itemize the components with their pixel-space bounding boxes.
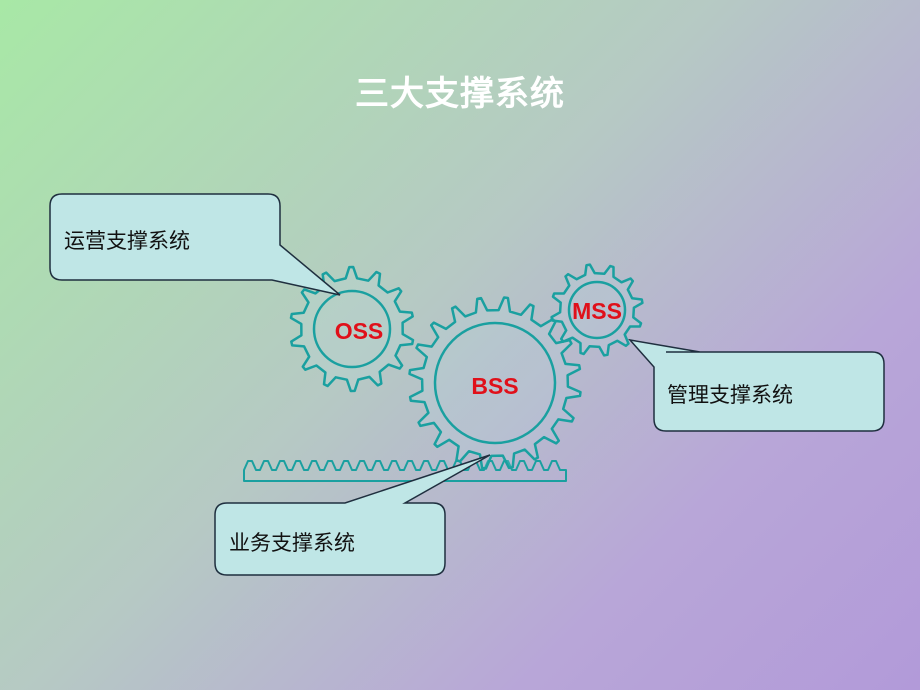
bss-gear-label: BSS [471, 373, 518, 399]
slide-title: 三大支撑系统 [355, 74, 565, 114]
management-callout: 管理支撑系统 [628, 338, 885, 432]
mss-gear-inner-ring [567, 280, 627, 340]
management-callout-text: 管理支撑系统 [667, 383, 793, 407]
business-callout-text: 业务支撑系统 [229, 531, 355, 555]
operations-callout-bubble [49, 193, 341, 296]
management-callout-bubble [628, 338, 885, 432]
bss-gear: BSS [408, 296, 582, 470]
operations-callout-text: 运营支撑系统 [64, 229, 190, 253]
oss-gear: OSS [289, 265, 415, 393]
business-callout: 业务支撑系统 [214, 454, 491, 576]
oss-gear-teeth [289, 265, 415, 393]
bss-gear-inner-ring [433, 321, 557, 445]
operations-callout: 运营支撑系统 [49, 193, 341, 296]
gear-rack [243, 460, 567, 482]
mss-gear-teeth [550, 263, 644, 357]
oss-gear-label: OSS [335, 318, 384, 344]
oss-gear-inner-ring [312, 289, 392, 369]
mss-gear: MSS [550, 263, 644, 357]
mss-gear-label: MSS [572, 298, 622, 324]
business-callout-bubble [214, 454, 491, 576]
